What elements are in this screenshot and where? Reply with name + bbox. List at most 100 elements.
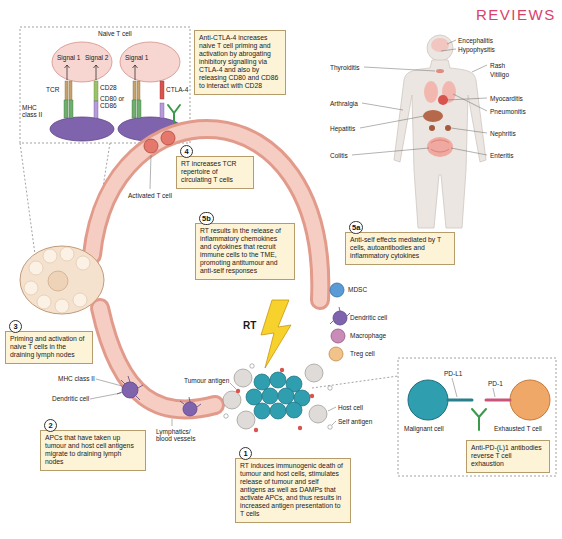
part-label: PD-L1 bbox=[444, 370, 462, 377]
dendritic-cell bbox=[330, 307, 350, 324]
self-antigen bbox=[328, 386, 332, 390]
organ-label: Encephalitis bbox=[458, 37, 493, 44]
inset-frame bbox=[398, 358, 556, 476]
dendritic-cell bbox=[117, 307, 350, 416]
tcr-receptor bbox=[137, 81, 140, 100]
organ-label: Colitis bbox=[330, 152, 348, 159]
malignant-cell bbox=[408, 380, 448, 420]
organ-label: Rash bbox=[490, 62, 505, 69]
checkpoint-molecule bbox=[486, 399, 510, 402]
lymph-node bbox=[48, 271, 68, 291]
organ-label: Vitiligo bbox=[490, 71, 509, 78]
human-body bbox=[445, 125, 451, 131]
part-label: Tumour antigen bbox=[184, 377, 229, 384]
callout-number: 4 bbox=[180, 145, 193, 158]
ctla4-receptor bbox=[160, 81, 164, 99]
tumour-cell bbox=[246, 372, 310, 419]
tumour-cell bbox=[254, 374, 270, 390]
cd28-receptor bbox=[94, 81, 98, 101]
lymph-node bbox=[24, 281, 38, 295]
dendritic-cell bbox=[122, 382, 138, 398]
box-text: APCs that have taken up tumour and host … bbox=[45, 434, 141, 466]
dendritic-cell bbox=[183, 402, 197, 416]
naive-t-cell bbox=[52, 42, 112, 82]
signal-label: Signal 1 bbox=[57, 54, 81, 61]
human-body bbox=[427, 35, 453, 61]
self-antigen bbox=[328, 425, 332, 429]
part-label: Malignant cell bbox=[404, 425, 444, 432]
part-label: TCR bbox=[46, 86, 59, 93]
leader-line bbox=[362, 103, 403, 110]
box-text: RT increases TCR repertoire of circulati… bbox=[181, 160, 249, 184]
part-label: Macrophage bbox=[350, 332, 386, 339]
part-label: Host cell bbox=[338, 404, 363, 411]
lymph-node bbox=[43, 249, 57, 263]
immune-cell bbox=[330, 283, 344, 297]
leader-line bbox=[150, 155, 151, 189]
signal-arrow bbox=[65, 65, 70, 80]
organ-label: Thyroiditis bbox=[330, 64, 360, 71]
part-label: MHC class II bbox=[22, 104, 50, 119]
signal-label: Signal 2 bbox=[85, 54, 109, 61]
part-label: CD28 bbox=[100, 84, 117, 91]
box-text: Anti-PD-(L)1 antibodies reverse T cell e… bbox=[471, 444, 545, 468]
activated-t-cell bbox=[144, 131, 175, 153]
blood-vessel bbox=[100, 308, 215, 410]
part-label: MHC class II bbox=[58, 375, 95, 382]
human-body bbox=[394, 35, 486, 228]
host-cell bbox=[223, 364, 327, 429]
callout-number: 3 bbox=[9, 320, 22, 333]
step-box: 3Priming and activation of naive T cells… bbox=[5, 331, 93, 364]
organ-label: Pneumonitis bbox=[490, 108, 526, 115]
self-antigen bbox=[224, 364, 332, 429]
inset-frame bbox=[312, 376, 398, 388]
naive-t-cell bbox=[120, 42, 180, 82]
leader-line bbox=[472, 65, 487, 72]
organ-label: Hypophysitis bbox=[458, 46, 495, 53]
mhc-molecule bbox=[137, 100, 141, 118]
callout-number: 1 bbox=[239, 447, 252, 460]
signal-label: Signal 1 bbox=[125, 54, 149, 61]
tumour-antigen bbox=[236, 368, 314, 432]
tumour-cell bbox=[270, 403, 286, 419]
step-box: 2APCs that have taken up tumour and host… bbox=[40, 430, 146, 471]
activated-t-cell bbox=[144, 139, 158, 153]
checkpoint-molecule bbox=[448, 399, 510, 402]
step-box: 1RT induces immunogenic death of tumour … bbox=[235, 458, 351, 523]
treatment-label: RT bbox=[243, 320, 256, 332]
radiation-bolt bbox=[261, 300, 291, 368]
part-label: Lymphatics/ blood vessels bbox=[156, 428, 200, 443]
host-cell bbox=[305, 364, 323, 382]
checkpoint-molecule bbox=[448, 399, 472, 402]
leader-line bbox=[447, 98, 487, 100]
box-text: Priming and activation of naive T cells … bbox=[10, 335, 88, 359]
tumour-antigen bbox=[298, 426, 302, 430]
exhausted-t-cell bbox=[510, 380, 550, 420]
immune-cell bbox=[329, 283, 345, 361]
exhausted-t-cell bbox=[510, 380, 550, 420]
mhc-molecule bbox=[69, 100, 73, 118]
tcr-receptor bbox=[133, 81, 136, 100]
organ-label: Nephritis bbox=[490, 130, 516, 137]
organ-label: Hepatitis bbox=[330, 125, 355, 132]
human-body bbox=[427, 137, 453, 157]
host-cell bbox=[234, 369, 252, 387]
part-label: MDSC bbox=[348, 286, 367, 293]
lymph-node bbox=[55, 299, 69, 313]
human-body bbox=[424, 81, 438, 103]
inset-frame bbox=[20, 143, 36, 262]
part-label: CD80 or CD86 bbox=[100, 95, 126, 110]
blood-vessel bbox=[92, 129, 320, 410]
immune-cell bbox=[331, 329, 345, 343]
lymph-node bbox=[20, 246, 104, 314]
tumour-cell bbox=[246, 389, 262, 405]
human-body bbox=[429, 125, 435, 131]
step-box: 5bRT results in the release of inflammat… bbox=[195, 223, 295, 280]
cd80-ligand bbox=[94, 101, 98, 118]
box-text: Anti-CTLA-4 increases naive T cell primi… bbox=[199, 34, 281, 90]
dendritic-cell bbox=[117, 376, 143, 400]
inset-frame bbox=[20, 27, 190, 143]
callout-number: 5b bbox=[199, 212, 214, 225]
signal-arrow bbox=[94, 65, 99, 80]
leader-line bbox=[447, 40, 456, 44]
